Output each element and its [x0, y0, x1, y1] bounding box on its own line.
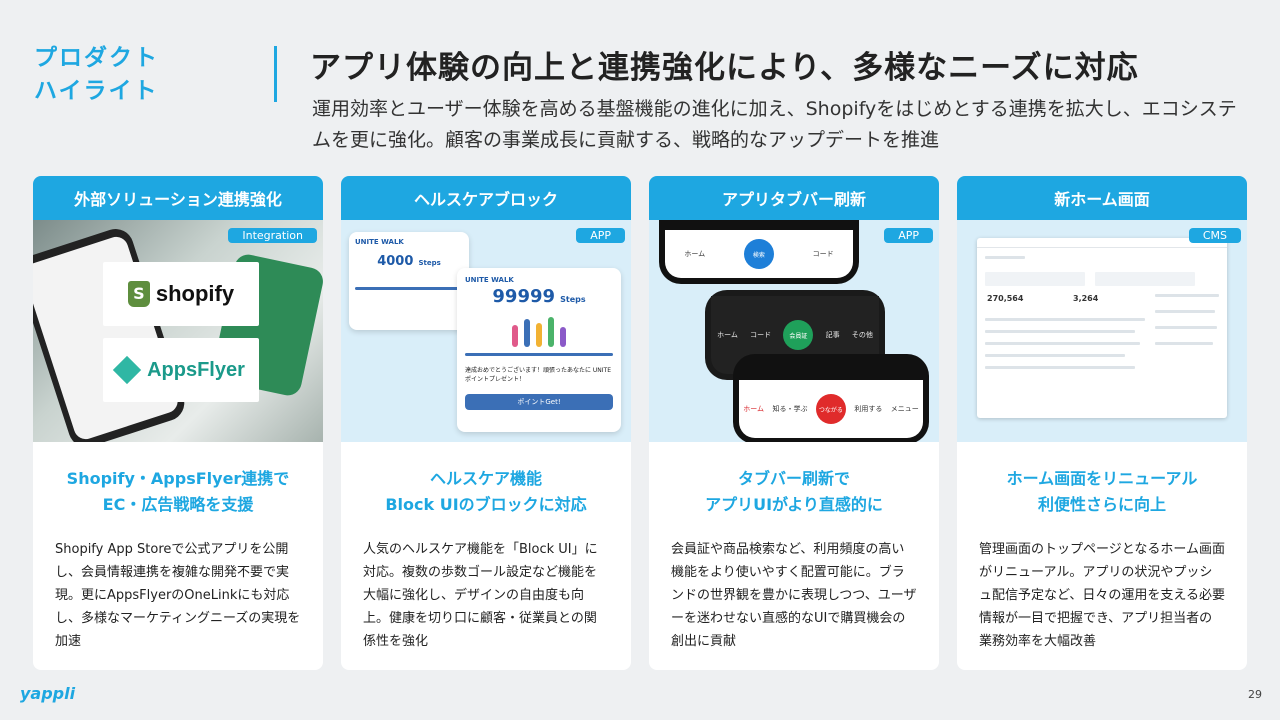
category-tag: APP — [576, 228, 625, 243]
achievement-message: 達成おめでとうございます！頑張ったあなたに UNITE ポイントプレゼント！ — [465, 367, 612, 383]
card-tabbar: アプリタブバー刷新 APP ホーム 検索 コード ホーム コード 会員証 記事 … — [649, 176, 939, 670]
card-heading: ヘルスケアブロック — [341, 176, 631, 220]
phone-mock-1: ホーム 検索 コード — [659, 220, 859, 284]
card-new-home: 新ホーム画面 CMS 270,564 3,264 ホーム画面をリニ — [957, 176, 1247, 670]
page-subtitle: 運用効率とユーザー体験を高める基盤機能の進化に加え、Shopifyをはじめとする… — [312, 98, 1237, 151]
dashboard-screenshot: 270,564 3,264 — [977, 238, 1227, 418]
integration-image: Integration S shopify AppsFlyer — [33, 220, 323, 442]
appsflyer-logo: AppsFlyer — [103, 338, 259, 402]
category-tag: Integration — [228, 228, 317, 243]
tabbar-image: APP ホーム 検索 コード ホーム コード 会員証 記事 その他 — [649, 220, 939, 442]
section-label: プロダクト ハイライト — [34, 45, 159, 104]
card-subtitle: ヘルスケア機能 Block UIのブロックに対応 — [385, 469, 587, 514]
yappli-logo: yappli — [20, 684, 76, 703]
card-heading: 外部ソリューション連携強化 — [33, 176, 323, 220]
card-heading: 新ホーム画面 — [957, 176, 1247, 220]
title-divider — [274, 46, 277, 102]
steps-card-small: UNITE WALK 4000 Steps — [349, 232, 469, 330]
card-body: Shopify App Storeで公式アプリを公開し、会員情報連携を複雑な開発… — [55, 542, 301, 649]
category-tag: APP — [884, 228, 933, 243]
card-heading: アプリタブバー刷新 — [649, 176, 939, 220]
new-home-image: CMS 270,564 3,264 — [957, 220, 1247, 442]
card-healthcare: ヘルスケアブロック APP UNITE WALK 4000 Steps UNIT… — [341, 176, 631, 670]
celebration-illustration — [465, 311, 613, 347]
card-body: 会員証や商品検索など、利用頻度の高い機能をより使いやすく配置可能に。ブランドの世… — [671, 542, 917, 649]
steps-card-large: UNITE WALK 99999 Steps 達成おめでとうございます！頑張った… — [457, 268, 621, 432]
card-subtitle: タブバー刷新で アプリUIがより直感的に — [705, 469, 883, 514]
card-subtitle: Shopify・AppsFlyer連携で EC・広告戦略を支援 — [66, 469, 290, 514]
page-number: 29 — [1248, 688, 1262, 701]
card-integration: 外部ソリューション連携強化 Integration S shopify Apps… — [33, 176, 323, 670]
category-tag: CMS — [1188, 228, 1241, 243]
healthcare-image: APP UNITE WALK 4000 Steps UNITE WALK 999… — [341, 220, 631, 442]
page-title: アプリ体験の向上と連携強化により、多様なニーズに対応 — [310, 50, 1139, 86]
card-subtitle: ホーム画面をリニューアル 利便性さらに向上 — [1006, 469, 1198, 514]
card-body: 管理画面のトップページとなるホーム画面がリニューアル。アプリの状況やプッシュ配信… — [979, 542, 1225, 649]
phone-mock-3: ホーム 知る・学ぶ つながる 利用する メニュー — [733, 354, 929, 442]
get-points-button: ポイントGet! — [465, 394, 613, 410]
shopify-logo: S shopify — [103, 262, 259, 326]
card-body: 人気のヘルスケア機能を「Block UI」に対応。複数の歩数ゴール設定など機能を… — [363, 542, 598, 649]
